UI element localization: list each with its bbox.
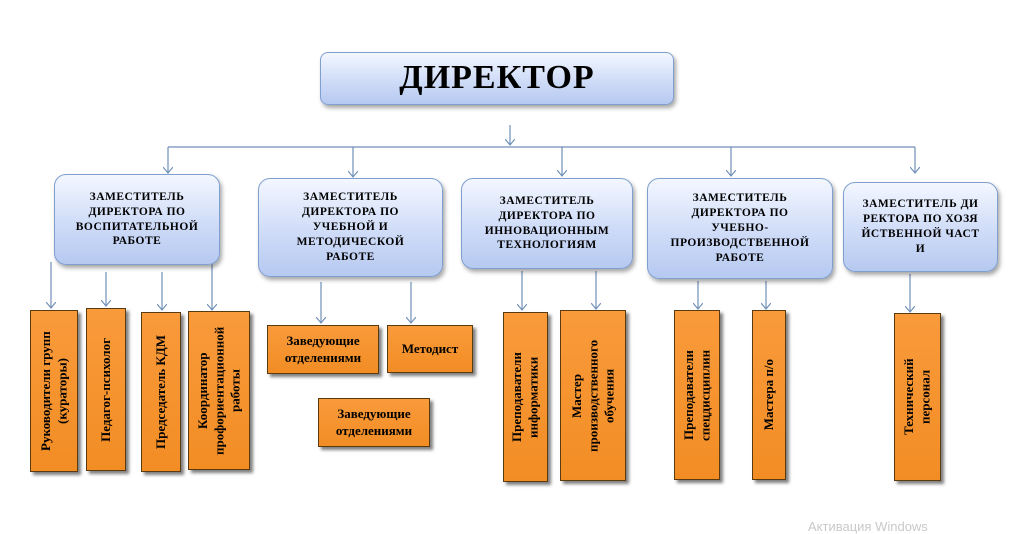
staff-label: Мастера п/о bbox=[760, 359, 776, 431]
deputy-maintenance-box: ЗАМЕСТИТЕЛЬ ДИРЕКТОРА ПО ХОЗЯЙСТВЕННОЙ Ч… bbox=[843, 182, 998, 272]
deputy-educational-box: ЗАМЕСТИТЕЛЬ ДИРЕКТОРА ПО ВОСПИТАТЕЛЬНОЙ … bbox=[54, 174, 220, 265]
staff-psychologist-box: Педагог-психолог bbox=[86, 308, 126, 471]
staff-label: Педагог-психолог bbox=[97, 337, 113, 442]
staff-po-masters-box: Мастера п/о bbox=[752, 310, 786, 480]
director-box: ДИРЕКТОР bbox=[320, 52, 674, 105]
deputy-label: ЗАМЕСТИТЕЛЬ ДИРЕКТОРА ПО ВОСПИТАТЕЛЬНОЙ … bbox=[75, 190, 199, 248]
deputy-label: ЗАМЕСТИТЕЛЬ ДИРЕКТОРА ПО ХОЗЯЙСТВЕННОЙ Ч… bbox=[861, 198, 980, 255]
staff-label: Технический персонал bbox=[901, 358, 933, 436]
windows-activation-watermark: Активация Windows bbox=[808, 519, 928, 534]
staff-label: Заведующие отделениями bbox=[284, 333, 362, 365]
staff-label: Мастер производственного обучения bbox=[568, 339, 617, 452]
staff-methodist-box: Методист bbox=[387, 325, 473, 373]
staff-group-curators-box: Руководители групп (кураторы) bbox=[30, 310, 78, 472]
deputy-innovation-box: ЗАМЕСТИТЕЛЬ ДИРЕКТОРА ПО ИННОВАЦИОННЫМ Т… bbox=[461, 178, 633, 269]
staff-career-coordinator-box: Координатор профориентационной работы bbox=[188, 311, 250, 470]
deputy-academic-box: ЗАМЕСТИТЕЛЬ ДИРЕКТОРА ПО УЧЕБНОЙ И МЕТОД… bbox=[258, 178, 443, 277]
staff-it-teachers-box: Преподаватели информатики bbox=[503, 312, 548, 482]
staff-kdm-chair-box: Председатель КДМ bbox=[141, 312, 181, 472]
staff-technical-personnel-box: Технический персонал bbox=[894, 313, 941, 481]
staff-label: Преподаватели информатики bbox=[509, 352, 541, 442]
staff-label: Преподаватели спецдисциплин bbox=[680, 349, 712, 441]
staff-department-heads-2-box: Заведующие отделениями bbox=[318, 398, 430, 447]
director-label: ДИРЕКТОР bbox=[399, 59, 595, 97]
staff-label: Председатель КДМ bbox=[152, 335, 168, 449]
staff-label: Заведующие отделениями bbox=[335, 406, 413, 438]
deputy-production-box: ЗАМЕСТИТЕЛЬ ДИРЕКТОРА ПО УЧЕБНО-ПРОИЗВОД… bbox=[647, 178, 833, 279]
staff-label: Руководители групп (кураторы) bbox=[37, 331, 69, 451]
deputy-label: ЗАМЕСТИТЕЛЬ ДИРЕКТОРА ПО ИННОВАЦИОННЫМ Т… bbox=[484, 194, 610, 252]
deputy-label: ЗАМЕСТИТЕЛЬ ДИРЕКТОРА ПО УЧЕБНОЙ И МЕТОД… bbox=[296, 191, 405, 263]
deputy-label: ЗАМЕСТИТЕЛЬ ДИРЕКТОРА ПО УЧЕБНО-ПРОИЗВОД… bbox=[670, 192, 810, 264]
staff-label: Методист bbox=[401, 340, 459, 356]
staff-industrial-master-box: Мастер производственного обучения bbox=[560, 310, 626, 481]
staff-label: Координатор профориентационной работы bbox=[194, 326, 243, 455]
staff-special-teachers-box: Преподаватели спецдисциплин bbox=[674, 310, 720, 480]
staff-department-heads-box: Заведующие отделениями bbox=[267, 325, 379, 374]
